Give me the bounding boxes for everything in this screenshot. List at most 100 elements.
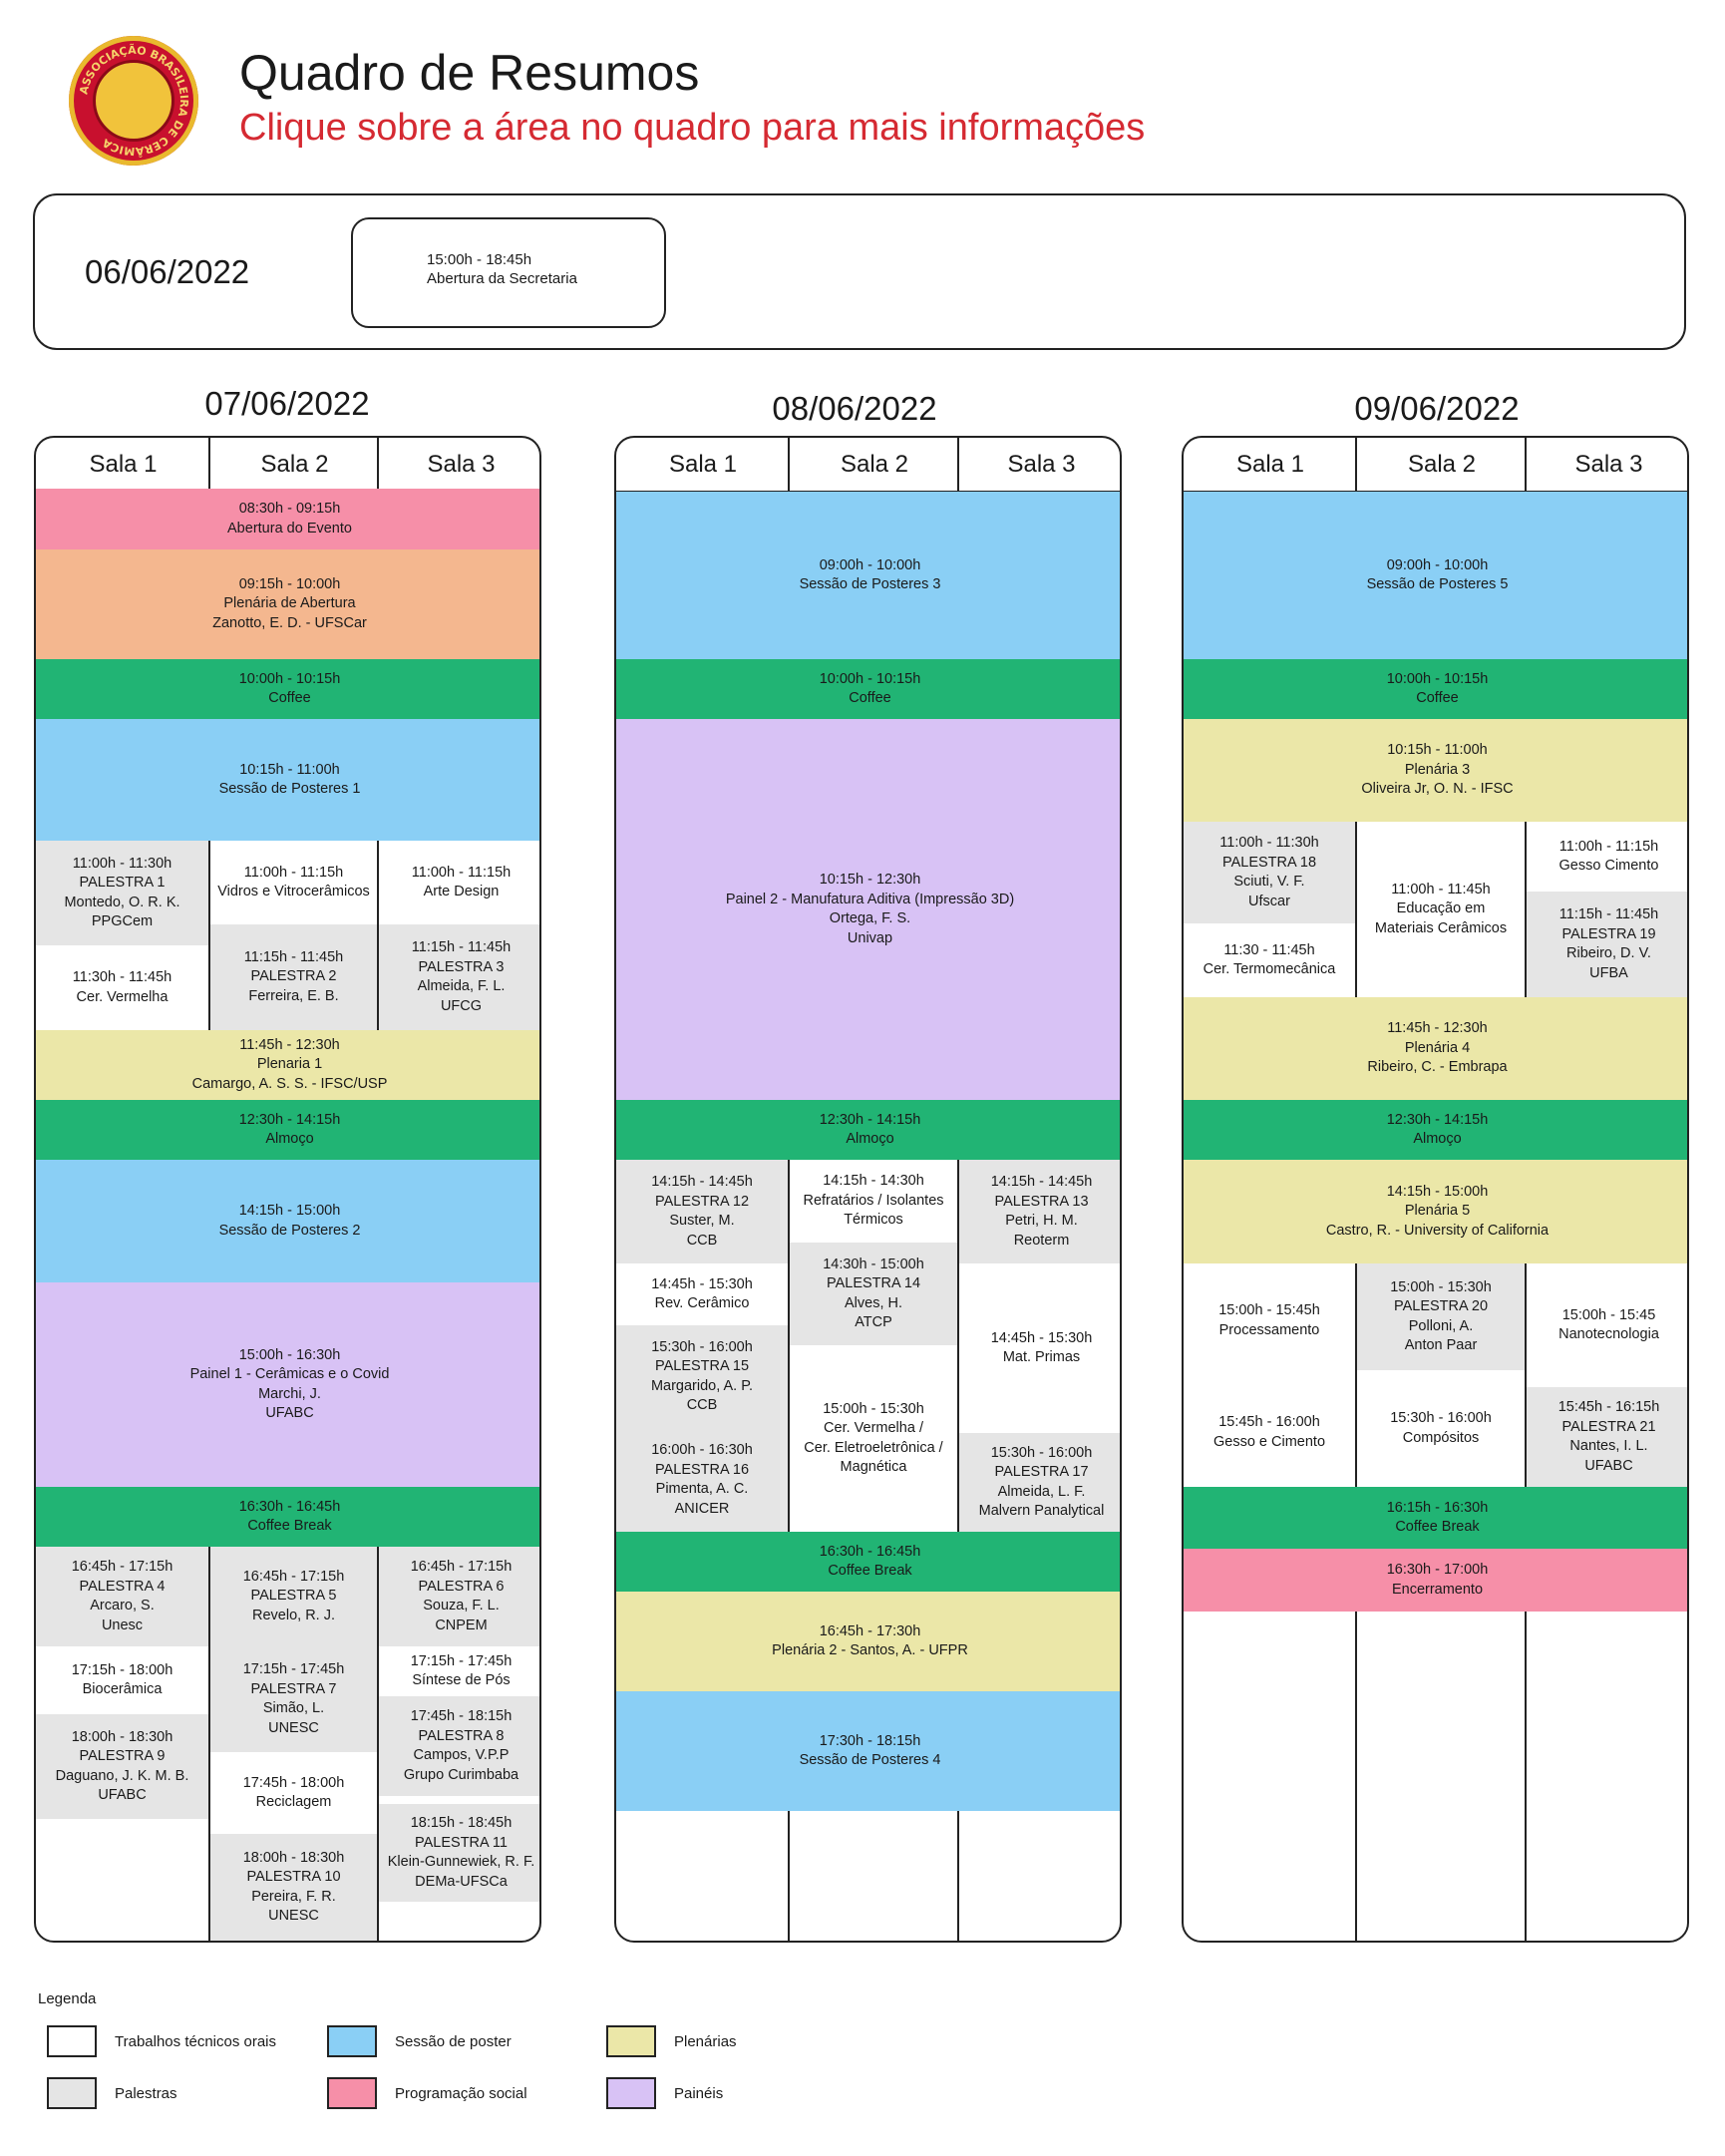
session-time: 12:30h - 14:15h <box>1386 1111 1489 1128</box>
session-time: 17:15h - 17:45h <box>410 1652 513 1669</box>
session-detail: Almoço <box>1413 1131 1462 1147</box>
session-detail: UFABC <box>265 1405 314 1421</box>
session-time: 15:00h - 15:30h <box>1390 1278 1492 1295</box>
session-time: 16:15h - 16:30h <box>1386 1499 1489 1516</box>
legend-swatch <box>327 2077 377 2109</box>
session-time: 11:00h - 11:15h <box>1558 838 1659 855</box>
room-divider <box>957 438 959 1941</box>
abertura-secretaria-block[interactable]: 15:00h - 18:45h Abertura da Secretaria <box>351 217 666 328</box>
session-detail: Revelo, R. J. <box>252 1607 335 1623</box>
session-time: 16:45h - 17:15h <box>71 1559 173 1575</box>
session-time: 12:30h - 14:15h <box>819 1111 921 1128</box>
session-detail: PALESTRA 16 <box>654 1461 750 1478</box>
session-time: 10:15h - 12:30h <box>819 872 921 888</box>
session-time: 17:45h - 18:15h <box>410 1708 513 1724</box>
room-header-3: Sala 3 <box>1527 438 1687 493</box>
session-detail: Univap <box>847 929 893 946</box>
session-detail: UNESC <box>268 1719 319 1736</box>
session-time: 15:00h - 15:30h <box>823 1400 924 1417</box>
session-detail: Ribeiro, C. - Embrapa <box>1367 1059 1508 1076</box>
session-detail: Gesso e Cimento <box>1212 1433 1326 1450</box>
session-detail: PALESTRA 15 <box>654 1358 750 1374</box>
session-time: 14:15h - 15:00h <box>238 1203 341 1219</box>
legend-swatch <box>47 2077 97 2109</box>
legend-swatch <box>47 2025 97 2057</box>
session-detail: Almoço <box>846 1131 894 1147</box>
session-time: 18:00h - 18:30h <box>71 1728 173 1745</box>
session-time: 14:45h - 15:30h <box>651 1275 753 1292</box>
session-detail: UFABC <box>1584 1457 1633 1474</box>
room-header-3: Sala 3 <box>959 438 1120 493</box>
flame-emblem-icon <box>93 60 174 142</box>
abertura-secretaria-time: 15:00h - 18:45h <box>427 251 532 268</box>
session-time: 11:00h - 11:45h <box>1391 881 1491 898</box>
session-detail: Souza, F. L. <box>423 1598 500 1614</box>
legend-swatch <box>327 2025 377 2057</box>
